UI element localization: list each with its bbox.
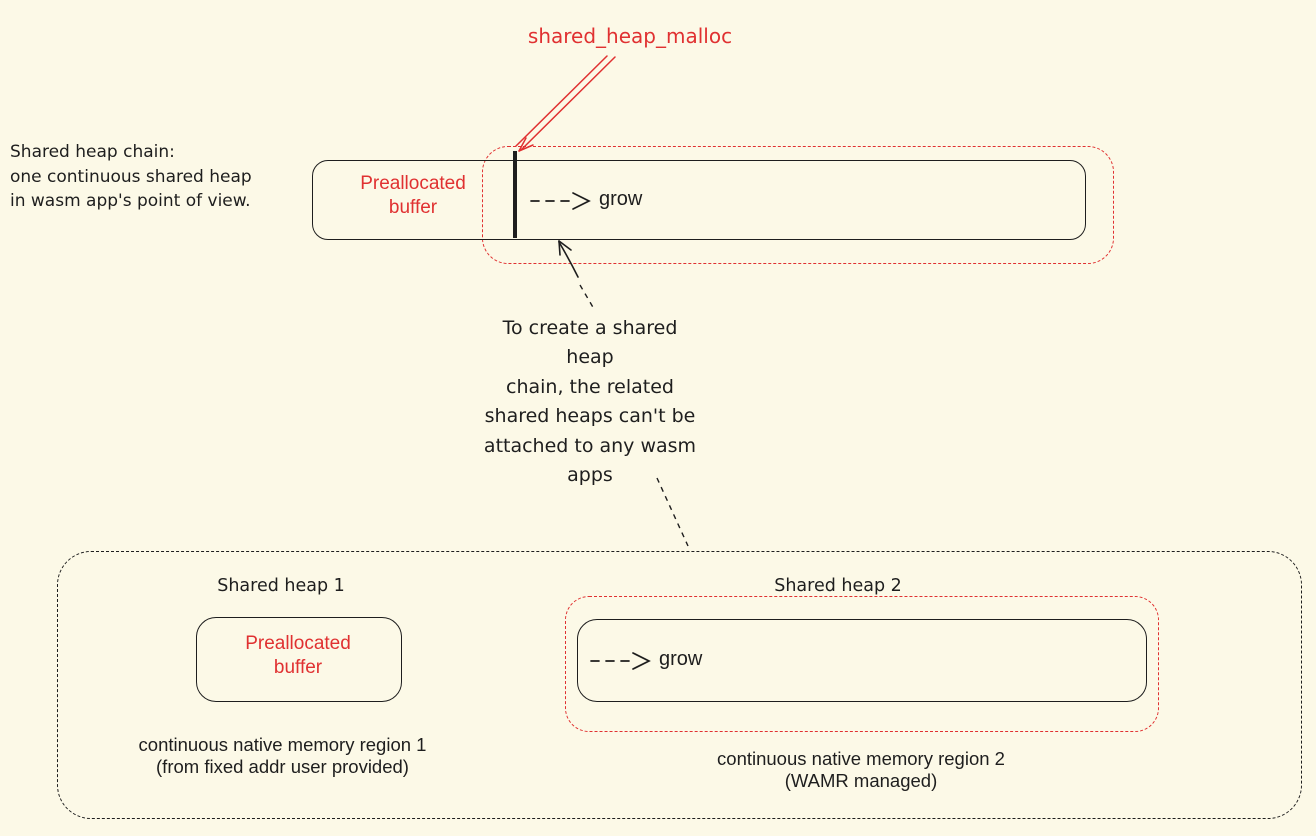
heap1-title: Shared heap 1	[217, 576, 345, 596]
heap2-title: Shared heap 2	[774, 576, 902, 596]
shared-heap-chain-caption: Shared heap chain: one continuous shared…	[10, 142, 252, 212]
shared-heaps-group-outline	[57, 551, 1302, 819]
malloc-arrow	[515, 55, 616, 152]
chain-red-dashed-outline	[482, 146, 1114, 264]
heap1-box	[196, 617, 402, 702]
grow-label-top: grow	[599, 188, 643, 210]
note-text: To create a shared heap chain, the relat…	[483, 317, 697, 487]
preallocated-buffer-label-heap1: Preallocated buffer	[245, 633, 351, 678]
note-connector-dashed	[579, 284, 595, 310]
preallocated-buffer-label-top: Preallocated buffer	[360, 173, 466, 218]
heap2-red-dashed-outline	[565, 596, 1159, 732]
heap2-caption: continuous native memory region 2 (WAMR …	[717, 748, 1005, 792]
shared-heap-malloc-label: shared_heap_malloc	[527, 24, 733, 48]
grow-label-bottom: grow	[659, 648, 703, 670]
heap1-caption: continuous native memory region 1 (from …	[138, 734, 427, 778]
heap2-box	[577, 619, 1147, 702]
shared-heap-chain-bar	[312, 160, 1086, 240]
bar-divider	[513, 151, 517, 238]
